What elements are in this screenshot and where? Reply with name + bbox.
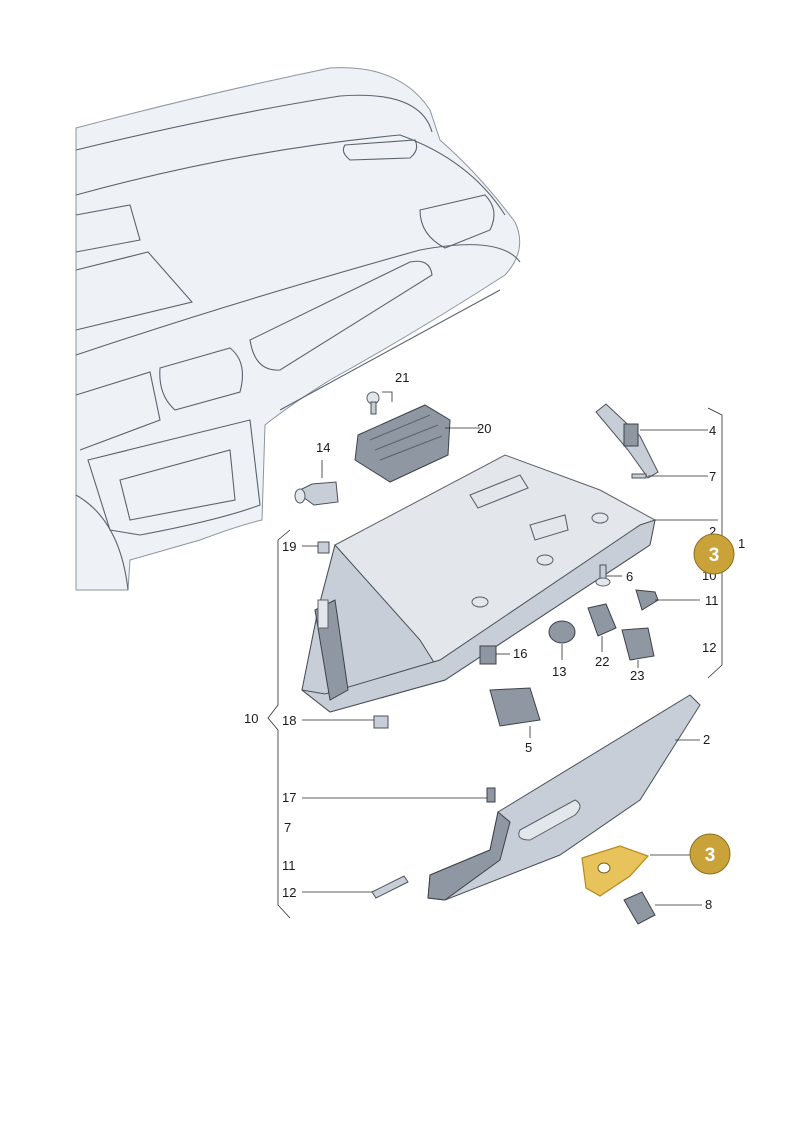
label-18: 18	[282, 713, 296, 728]
part-14-damper	[294, 481, 339, 506]
label-20: 20	[477, 421, 491, 436]
part-11-clip-right	[635, 589, 659, 611]
glovebox-lid	[427, 694, 701, 901]
label-19: 19	[282, 539, 296, 554]
label-5: 5	[525, 740, 532, 755]
label-2: 2	[703, 732, 710, 747]
part-23-connector	[621, 627, 655, 661]
label-12-left: 12	[282, 885, 296, 900]
part-8-cylinder	[623, 891, 656, 925]
label-12-right: 12	[702, 640, 716, 655]
part-12-pin	[371, 875, 409, 899]
label-6: 6	[626, 569, 633, 584]
part-17-screw	[486, 787, 496, 803]
label-14: 14	[316, 440, 330, 455]
part-18-pin	[373, 715, 389, 729]
label-21: 21	[395, 370, 409, 385]
label-17: 17	[282, 790, 296, 805]
part-16-clip	[479, 645, 497, 665]
label-11-right: 11	[705, 593, 719, 608]
badge-top[interactable]: 3	[693, 533, 735, 575]
label-2-right: 2	[709, 524, 716, 539]
part-20-bracket	[354, 404, 451, 483]
label-8: 8	[705, 897, 712, 912]
label-16: 16	[513, 646, 527, 661]
part-22-switch	[587, 603, 617, 637]
badge-top-text: 3	[709, 545, 720, 566]
part-13-cap	[548, 620, 576, 644]
label-11-left: 11	[282, 858, 296, 873]
part-labels: 21 20 14 4 7 19 2 1 10 6 11 12 16 22 13 …	[244, 370, 745, 912]
dashboard-illustration	[75, 67, 521, 591]
label-4: 4	[709, 423, 716, 438]
label-13: 13	[552, 664, 566, 679]
label-10-left: 10	[244, 711, 258, 726]
label-22: 22	[595, 654, 609, 669]
part-21-screw	[366, 391, 380, 415]
part-7-screw-top	[631, 473, 647, 479]
label-7-right: 7	[709, 469, 716, 484]
label-7-left: 7	[284, 820, 291, 835]
badge-bottom[interactable]: 3	[689, 833, 731, 875]
part-19-clip	[317, 541, 330, 554]
label-1: 1	[738, 536, 745, 551]
part-4-hinge	[595, 403, 659, 479]
part-5-lamp	[489, 687, 541, 727]
label-23: 23	[630, 668, 644, 683]
badge-bottom-text: 3	[705, 845, 716, 866]
part-6-screw	[595, 564, 611, 587]
part-3-lock-highlight	[581, 845, 650, 897]
glovebox-housing	[301, 454, 656, 713]
